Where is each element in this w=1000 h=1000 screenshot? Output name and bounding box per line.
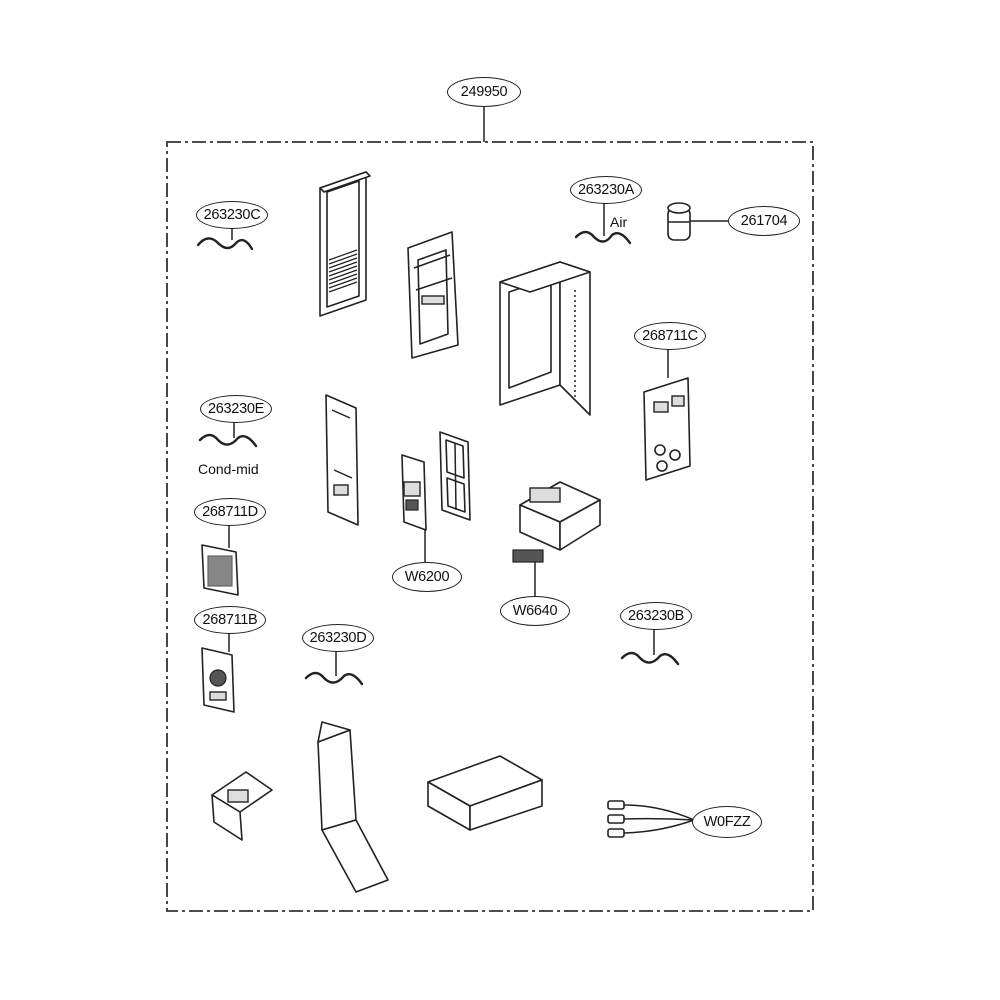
part-268711C-board <box>643 346 691 481</box>
label-261704: 261704 <box>728 206 800 236</box>
label-W0FZZ: W0FZZ <box>692 806 762 838</box>
part-inner-frame <box>407 231 459 359</box>
label-268711C: 268711C <box>634 322 706 350</box>
label-268711D: 268711D <box>194 498 266 526</box>
wire-263230E <box>198 433 258 448</box>
part-cabinet-box <box>499 261 591 416</box>
caption-air: Air <box>610 214 628 230</box>
part-front-panel <box>319 171 371 317</box>
wire-263230A <box>574 230 632 245</box>
part-W0FZZ-harness <box>607 800 695 838</box>
part-vertical-duct <box>317 721 389 893</box>
label-W6200: W6200 <box>392 562 462 592</box>
assembly-boundary <box>166 141 814 912</box>
part-filter-grid <box>439 431 471 521</box>
part-W6200-control <box>401 454 427 562</box>
label-263230D: 263230D <box>302 624 374 652</box>
label-W6640: W6640 <box>500 596 570 626</box>
part-base-tray <box>427 755 543 831</box>
part-268711B-board <box>201 631 235 713</box>
wire-263230D <box>304 671 364 686</box>
label-263230A: 263230A <box>570 176 642 204</box>
label-263230B: 263230B <box>620 602 692 630</box>
label-263230E: 263230E <box>200 395 272 423</box>
wire-263230C <box>196 237 254 251</box>
label-268711B: 268711B <box>194 606 266 634</box>
part-W6640-box <box>512 481 601 596</box>
caption-cond-mid: Cond-mid <box>198 461 259 477</box>
part-261704-motor <box>667 202 728 241</box>
label-263230C: 263230C <box>196 201 268 229</box>
part-side-panel <box>325 394 359 526</box>
label-249950: 249950 <box>447 77 521 107</box>
part-268711D-board <box>201 522 239 596</box>
part-bottom-bracket <box>211 771 273 841</box>
wire-263230B <box>620 651 680 666</box>
